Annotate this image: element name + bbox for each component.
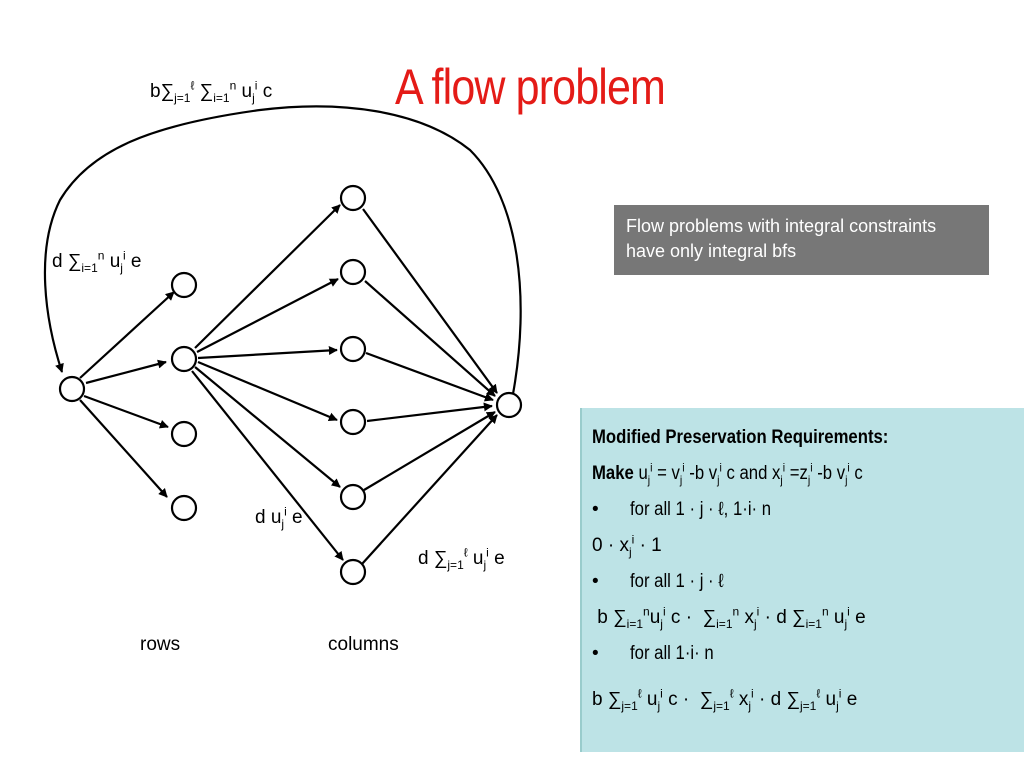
edge-source-row4 <box>79 399 168 498</box>
requirements-panel: Modified Preservation Requirements: Make… <box>580 408 1024 752</box>
requirements-line-1: •for all 1 · j · ℓ, 1·i· n <box>592 499 772 520</box>
edge-col4-sink <box>366 402 493 423</box>
row-node-3 <box>170 420 198 448</box>
slide-title: A flow problem <box>395 59 666 115</box>
row-node-label: d ∑i=1n uji e <box>52 248 142 275</box>
edge-row2-col6 <box>191 370 344 561</box>
sink-label: d ∑j=1ℓ uji e <box>418 545 505 572</box>
return-arc-edge <box>43 105 522 395</box>
requirements-line-2: 0 · xji · 1 <box>592 532 662 559</box>
source-node <box>58 375 86 403</box>
column-node-6 <box>339 558 367 586</box>
requirements-line-4: b ∑i=1nuji c · ∑i=1n xji · d ∑i=1n uji e <box>592 604 866 631</box>
column-node-5 <box>339 483 367 511</box>
edge-col1-sink <box>362 208 498 394</box>
edge-row2-col2 <box>196 278 339 353</box>
requirements-heading: Modified Preservation Requirements: <box>592 427 889 448</box>
requirements-line-6: b ∑j=1ℓ uji c · ∑j=1ℓ xji · d ∑j=1ℓ uji … <box>592 686 858 713</box>
column-node-2 <box>339 258 367 286</box>
columns-caption: columns <box>328 634 399 655</box>
column-node-3 <box>339 335 367 363</box>
sink-node <box>495 391 523 419</box>
edge-col5-sink <box>363 411 496 491</box>
edge-row2-col4 <box>197 360 338 422</box>
edge-col2-sink <box>364 280 496 397</box>
edge-row2-col1 <box>194 204 341 349</box>
edge-col3-sink <box>365 351 494 402</box>
edge-label: d uji e <box>255 504 303 531</box>
edge-source-row1 <box>79 291 175 379</box>
requirements-line-3: •for all 1 · j · ℓ <box>592 571 724 592</box>
requirements-make-line: Make uji = vji -b vji c and xji =zji -b … <box>592 460 863 487</box>
edge-source-row2 <box>85 359 167 385</box>
edge-row2-col3 <box>197 345 338 360</box>
requirements-line-5: •for all 1·i· n <box>592 643 714 664</box>
edge-source-row3 <box>83 394 169 429</box>
row-node-2 <box>170 345 198 373</box>
integral-bfs-note: Flow problems with integral constraints … <box>614 205 989 275</box>
edge-col6-sink <box>361 414 498 565</box>
column-node-4 <box>339 408 367 436</box>
row-node-4 <box>170 494 198 522</box>
rows-caption: rows <box>140 634 181 655</box>
column-node-1 <box>339 184 367 212</box>
row-node-1 <box>170 271 198 299</box>
top-arc-label: b∑j=1ℓ ∑i=1n uji c <box>150 78 273 105</box>
edge-row2-col5 <box>194 366 341 488</box>
